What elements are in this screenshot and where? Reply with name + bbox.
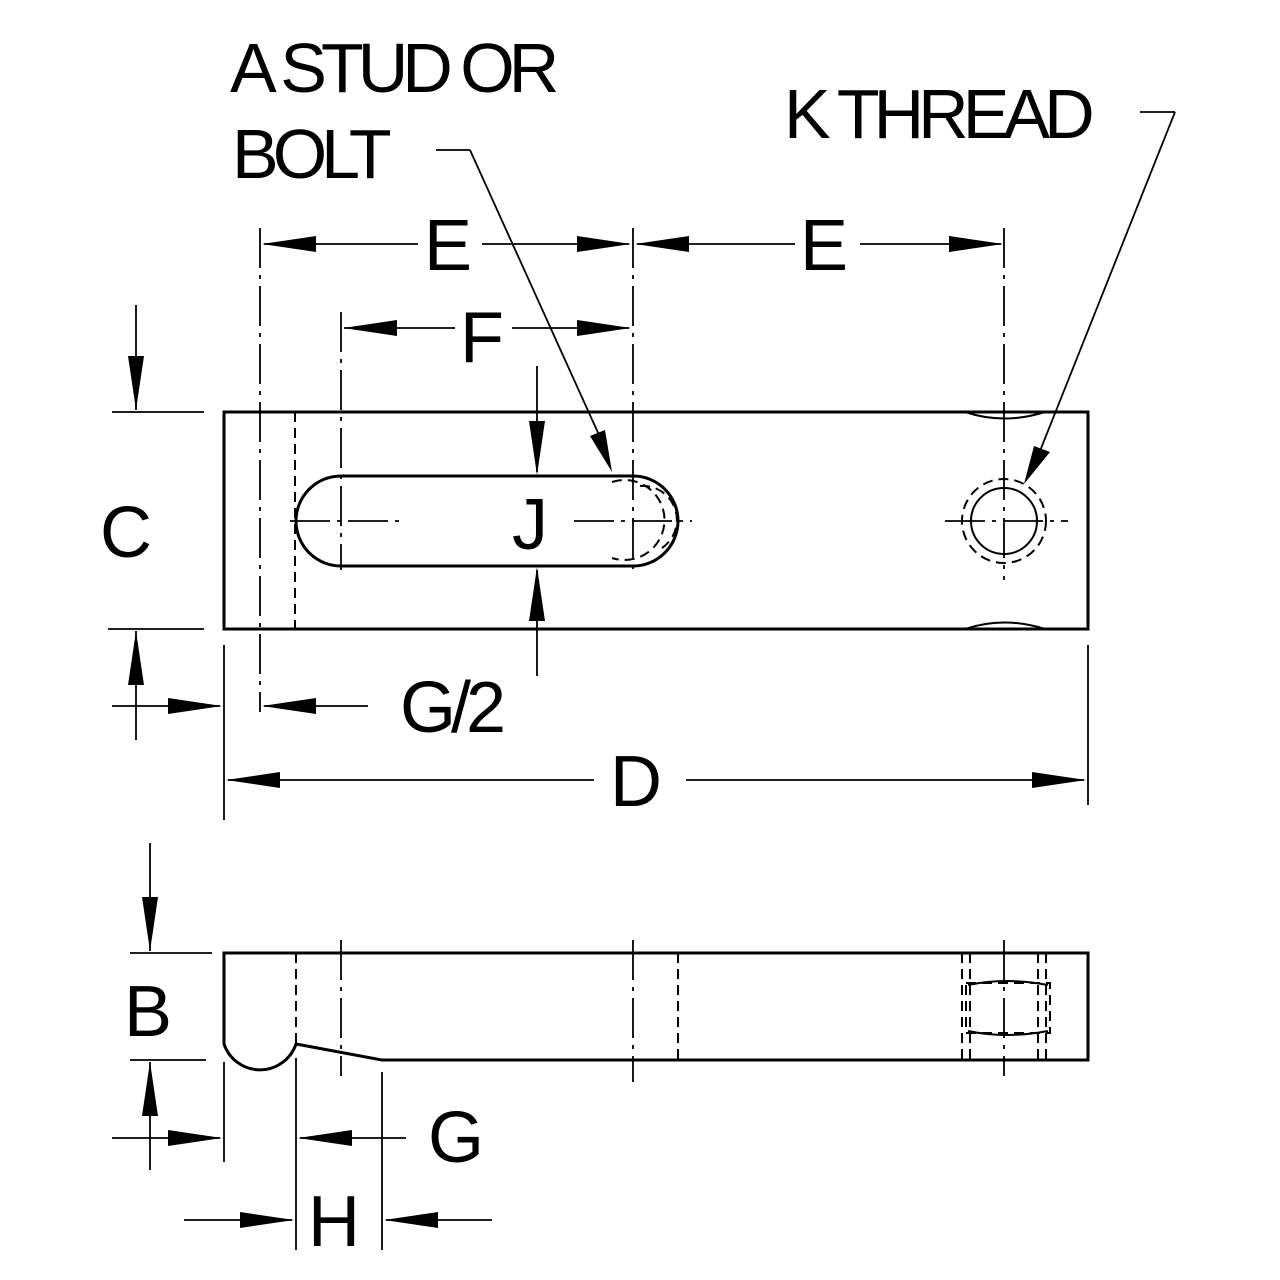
dimension-c: C <box>100 305 204 740</box>
label-b: B <box>124 972 169 1052</box>
label-e-left: E <box>424 206 469 286</box>
label-g-half: G/2 <box>400 668 503 748</box>
cross-hole-bottom <box>964 621 1046 630</box>
dimension-g: G <box>112 1058 484 1250</box>
dimension-g-half: G/2 <box>112 645 508 820</box>
label-stud-line2: BOLT <box>232 115 391 193</box>
dimension-j: J <box>512 366 548 676</box>
label-stud-line1: A STUD OR <box>230 29 557 107</box>
side-view-body <box>222 951 1090 1072</box>
dimension-e-right: E <box>635 206 1003 286</box>
label-f: F <box>460 298 502 378</box>
top-view-body <box>222 410 1090 631</box>
dimension-d: D <box>226 645 1089 822</box>
side-view <box>222 940 1090 1082</box>
label-g: G <box>428 1098 479 1178</box>
callout-stud: A STUD OR BOLT <box>230 29 612 472</box>
dimension-h: H <box>184 1182 492 1262</box>
label-d: D <box>610 742 659 822</box>
callout-thread: K THREAD <box>784 75 1176 484</box>
dimension-b: B <box>124 843 212 1170</box>
side-cross-hole <box>965 982 1051 1034</box>
label-c: C <box>100 493 150 573</box>
top-view <box>222 228 1090 712</box>
dimension-e-left: E <box>262 206 631 286</box>
label-h: H <box>308 1182 355 1262</box>
label-thread: K THREAD <box>784 75 1092 153</box>
dimension-f: F <box>343 298 631 378</box>
label-e-right: E <box>800 206 845 286</box>
label-j: J <box>512 485 543 565</box>
stud-hidden-circle <box>611 479 666 561</box>
